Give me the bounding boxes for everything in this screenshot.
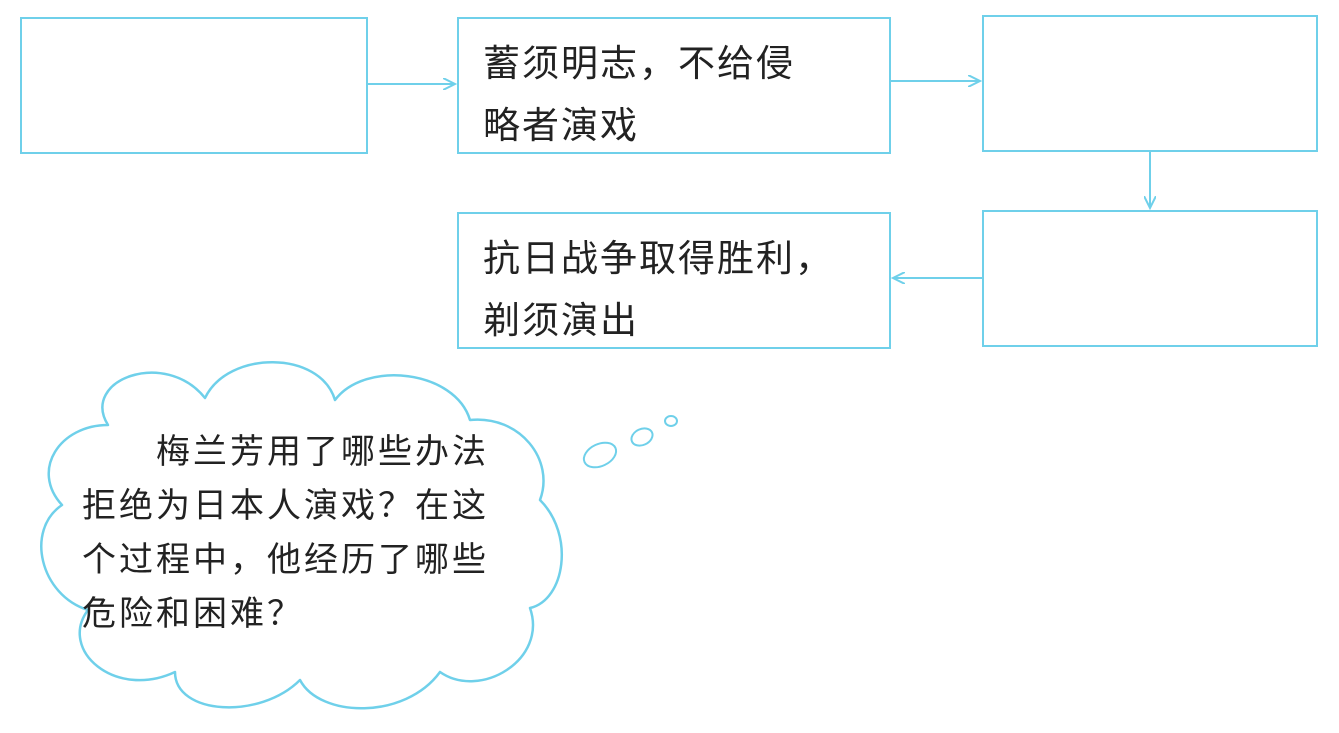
flow-box-5: 抗日战争取得胜利， 剃须演出 bbox=[457, 212, 891, 349]
thought-cloud bbox=[40, 361, 563, 710]
question-line: 危险和困难？ bbox=[82, 594, 304, 634]
thought-dot-large bbox=[582, 441, 618, 469]
flow-box-5-text: 抗日战争取得胜利， 剃须演出 bbox=[483, 237, 834, 342]
flow-box-3 bbox=[982, 15, 1318, 152]
question-text: 梅兰芳用了哪些办法 拒绝为日本人演戏？在这 个过程中，他经历了哪些 危险和困难？ bbox=[82, 425, 522, 641]
flow-box-1 bbox=[20, 17, 368, 154]
thought-dot-small bbox=[664, 415, 678, 427]
question-line: 拒绝为日本人演戏？在这 bbox=[82, 486, 489, 526]
flow-box-4 bbox=[982, 210, 1318, 347]
question-line: 梅兰芳用了哪些办法 bbox=[82, 432, 489, 472]
question-line: 个过程中，他经历了哪些 bbox=[82, 540, 489, 580]
thought-dot-medium bbox=[630, 427, 654, 447]
flow-box-2: 蓄须明志，不给侵 略者演戏 bbox=[457, 17, 891, 154]
flow-box-2-text: 蓄须明志，不给侵 略者演戏 bbox=[483, 42, 795, 147]
